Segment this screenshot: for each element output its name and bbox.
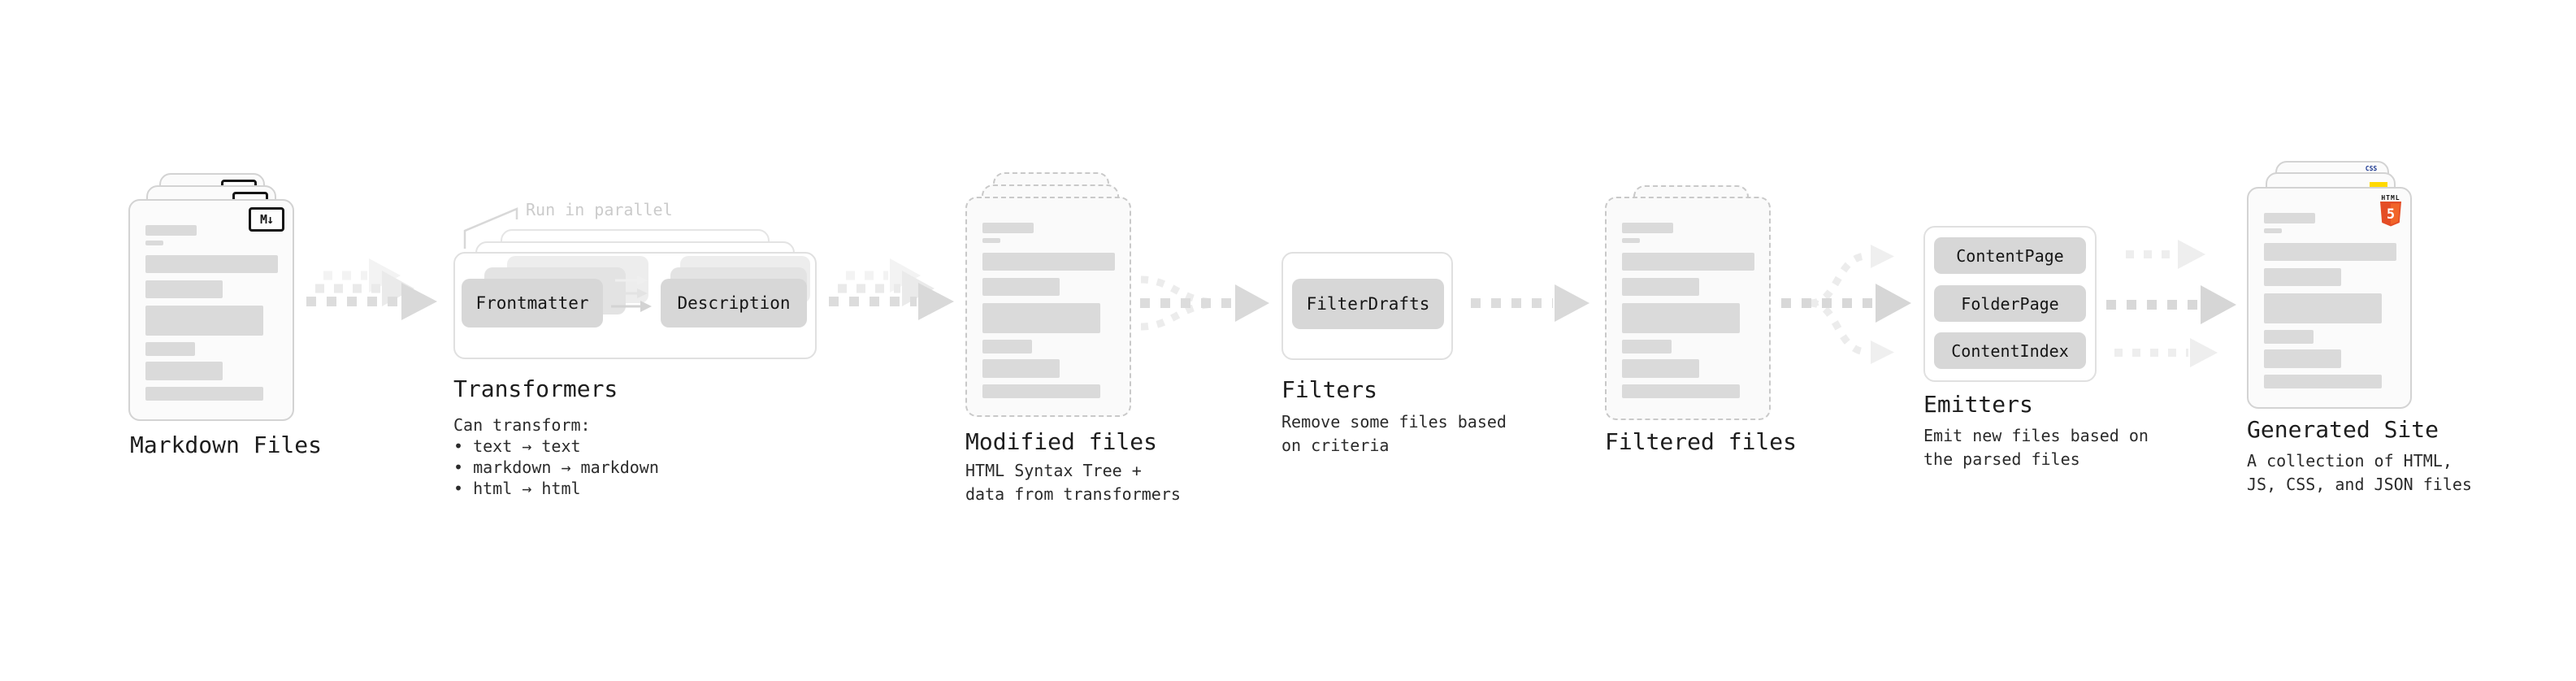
doc-text-bar (2264, 330, 2314, 344)
generated-site-doc-html: HTML 5 (2247, 187, 2412, 409)
doc-text-bar (1622, 278, 1699, 296)
doc-text-bar (145, 387, 263, 401)
doc-text-bar (982, 253, 1115, 271)
doc-text-bar (2264, 375, 2382, 388)
modified-file-doc-front (965, 197, 1131, 417)
doc-text-bar (2264, 293, 2382, 323)
doc-text-placeholder-bars (130, 201, 293, 419)
emitter-folderpage: FolderPage (1934, 285, 2086, 322)
arrow-filters-to-filtered (1471, 284, 1589, 322)
doc-text-bar (2264, 213, 2315, 223)
doc-text-bar (1622, 340, 1672, 354)
stage-label-emitters: Emitters (1923, 391, 2033, 418)
svg-text:5: 5 (2387, 206, 2395, 223)
doc-text-bar (1622, 223, 1673, 233)
doc-text-bar (1622, 253, 1754, 271)
doc-text-bar (982, 340, 1032, 354)
doc-text-bar (2264, 349, 2341, 368)
stage-label-transformers: Transformers (453, 375, 618, 402)
split-filtered-to-emitters (1781, 245, 1911, 364)
html5-shield: 5 (2380, 202, 2401, 227)
stage-label-markdown-files: Markdown Files (130, 432, 323, 458)
filter-filterdrafts: FilterDrafts (1292, 279, 1444, 329)
doc-text-bar (1622, 238, 1640, 243)
run-in-parallel-note: Run in parallel (526, 200, 673, 219)
doc-text-bar (2264, 243, 2396, 261)
stage-label-modified-files: Modified files (965, 428, 1158, 455)
filtered-file-doc-front (1605, 197, 1771, 420)
doc-text-bar (2264, 228, 2282, 233)
stage-label-filters: Filters (1281, 376, 1378, 403)
markdown-icon: M↓ (249, 207, 284, 232)
doc-text-placeholder-bars (1607, 198, 1769, 419)
doc-text-bar (982, 359, 1060, 378)
css-icon-label: CSS (2365, 165, 2378, 172)
markdown-file-doc-front: M↓ (128, 199, 294, 421)
doc-text-bar (982, 384, 1100, 398)
filters-description: Remove some files based on criteria (1281, 412, 1507, 455)
doc-text-bar (982, 223, 1034, 233)
doc-text-bar (145, 255, 278, 273)
arrows-emitters-to-generated (2106, 240, 2236, 367)
transformer-description: Description (661, 279, 807, 327)
doc-text-bar (982, 278, 1060, 296)
doc-text-bar (1622, 384, 1740, 398)
doc-text-bar (145, 306, 263, 336)
merge-modified-to-filters (1140, 275, 1269, 331)
stage-label-generated-site: Generated Site (2247, 416, 2439, 443)
doc-text-bar (1622, 303, 1740, 333)
doc-text-bar (982, 303, 1100, 333)
doc-text-bar (2264, 268, 2341, 286)
doc-text-bar (982, 238, 1000, 243)
stage-label-filtered-files: Filtered files (1605, 428, 1798, 455)
arrow-markdown-to-transformers (306, 258, 437, 320)
arrow-transformers-to-modified (829, 258, 954, 320)
generated-site-description: A collection of HTML, JS, CSS, and JSON … (2247, 451, 2472, 494)
transformers-description: Can transform: • text → text • markdown … (453, 415, 659, 498)
doc-text-placeholder-bars (967, 198, 1130, 415)
doc-text-bar (145, 280, 223, 298)
doc-text-bar (1622, 359, 1699, 378)
doc-text-placeholder-bars (2249, 189, 2410, 407)
doc-text-bar (145, 225, 197, 236)
emitter-contentpage: ContentPage (1934, 237, 2086, 274)
emitter-contentindex: ContentIndex (1934, 332, 2086, 369)
emitters-description: Emit new files based on the parsed files (1923, 426, 2149, 469)
html5-icon: HTML 5 (2379, 194, 2402, 231)
doc-text-bar (145, 342, 195, 356)
doc-text-bar (145, 241, 163, 245)
transformer-frontmatter: Frontmatter (462, 279, 603, 327)
html5-icon-word: HTML (2381, 194, 2400, 202)
doc-text-bar (145, 362, 223, 380)
modified-files-description: HTML Syntax Tree + data from transformer… (965, 461, 1181, 504)
